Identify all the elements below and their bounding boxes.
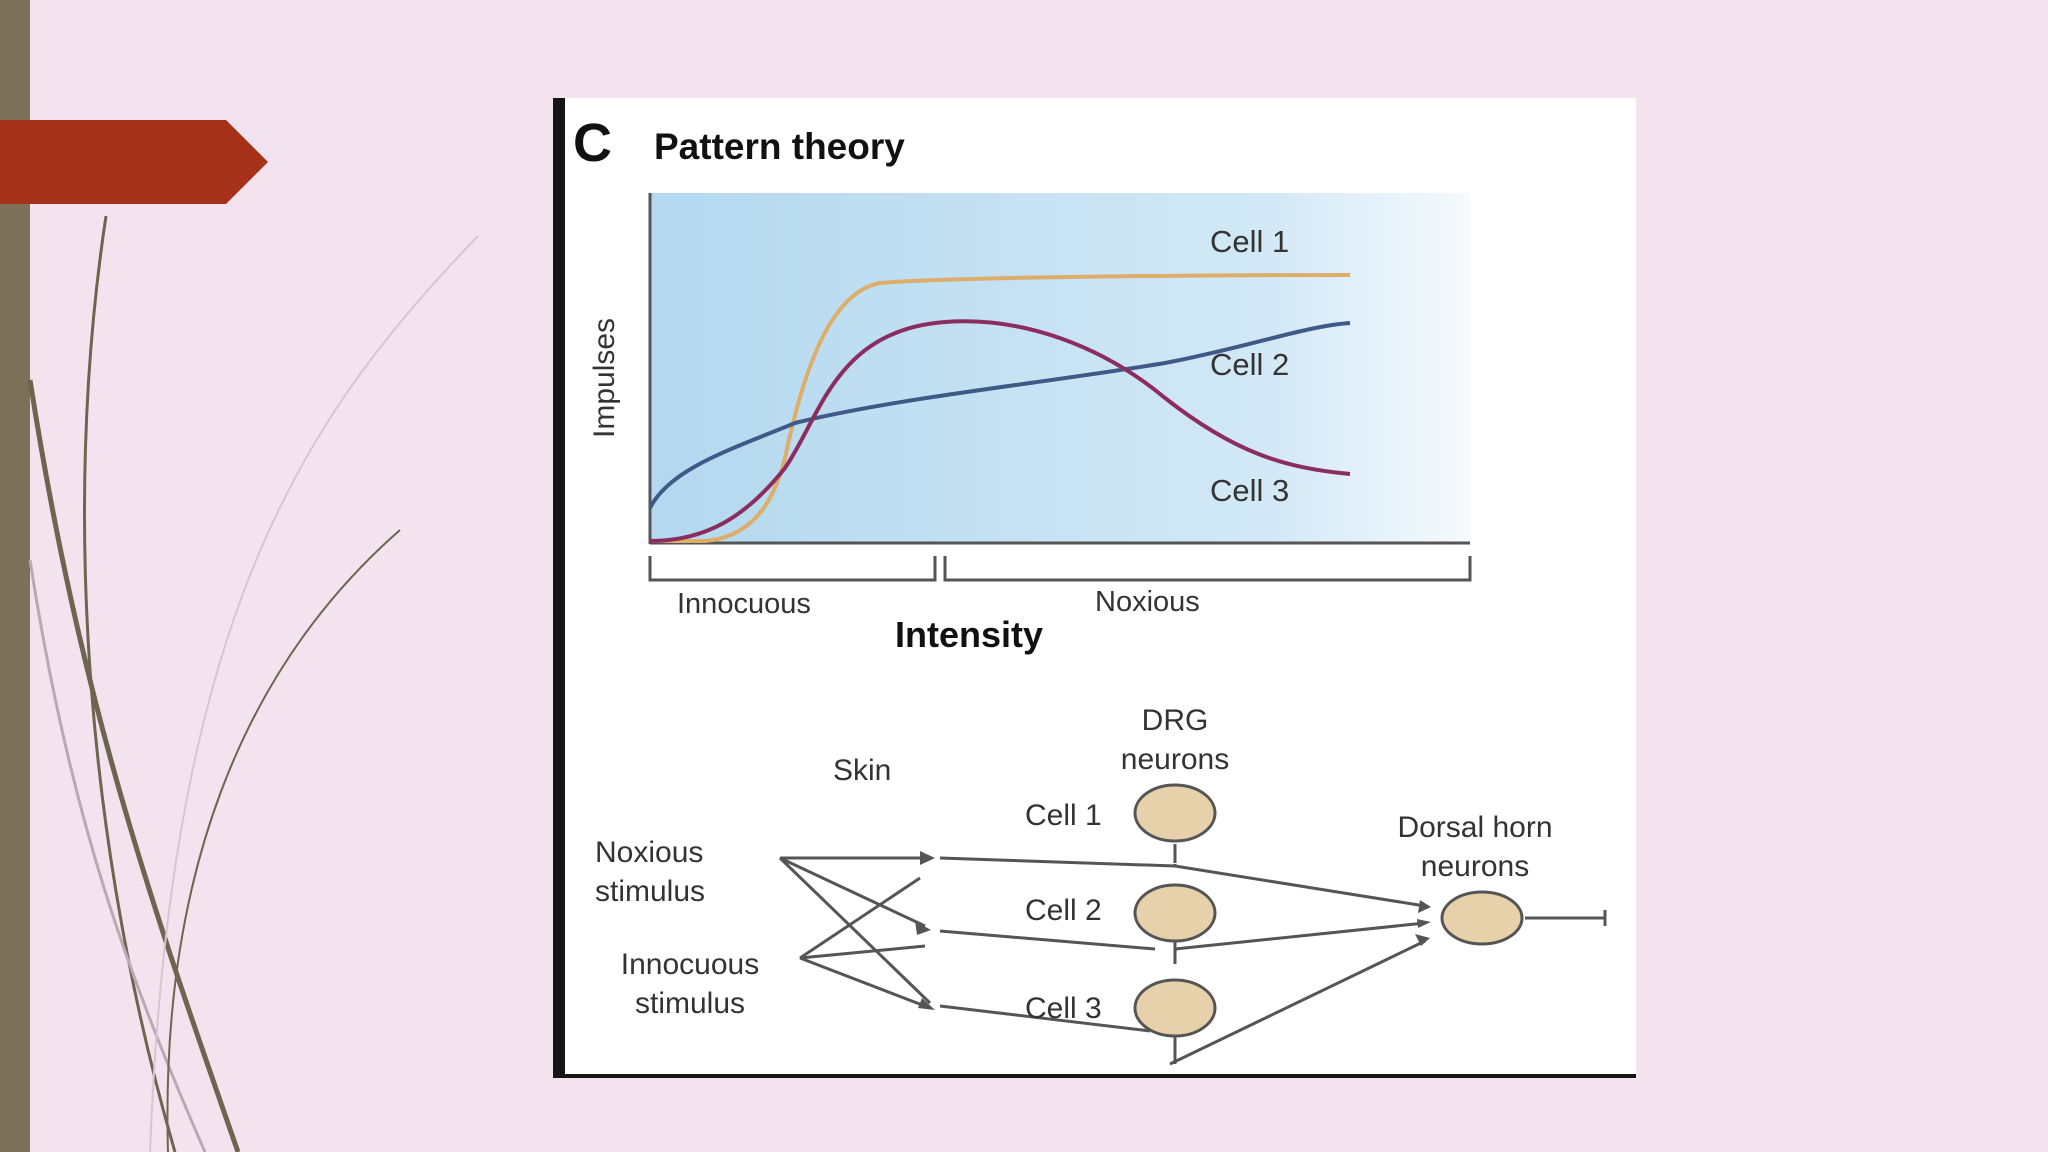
noxious-stimulus-line2: stimulus — [595, 875, 706, 908]
innocuous-region-label: Innocuous — [677, 588, 811, 620]
drg-label-line1: DRG — [1141, 704, 1209, 737]
noxious-region-label: Noxious — [1095, 586, 1200, 618]
noxious-bracket — [943, 556, 1472, 582]
diagram-cell1-label: Cell 1 — [1025, 799, 1102, 832]
x-axis-label: Intensity — [895, 614, 1044, 655]
noxious-stimulus-line1: Noxious — [595, 836, 704, 869]
drg-label-line2: neurons — [1120, 743, 1230, 776]
slide-arrow-shape — [0, 120, 268, 204]
diagram-cell3-label: Cell 3 — [1025, 992, 1102, 1025]
cell3-curve — [649, 319, 1351, 543]
innocuous-bracket — [648, 556, 937, 582]
noxious-stimulus-label: Noxious stimulus — [595, 833, 735, 911]
figure-graphics — [648, 193, 1607, 1066]
decorative-curves — [27, 215, 479, 1152]
graph-cell3-label: Cell 3 — [1210, 473, 1290, 508]
drg-neurons — [1133, 783, 1217, 1038]
plot-area — [650, 193, 1470, 543]
cell2-curve — [648, 321, 1351, 509]
dorsal-horn-label: Dorsal horn neurons — [1365, 808, 1585, 886]
diagram-cell2-label: Cell 2 — [1025, 894, 1102, 927]
innocuous-stimulus-line2: stimulus — [634, 987, 746, 1020]
pathway-lines — [778, 844, 1607, 1066]
innocuous-stimulus-label: Innocuous stimulus — [595, 945, 785, 1023]
graph-cell1-label: Cell 1 — [1210, 224, 1290, 259]
pattern-theory-figure: C Pattern theory Impulses Cell 1 Cell 2 … — [553, 98, 1636, 1078]
cell1-curve — [650, 273, 1351, 543]
pathway-arrowheads — [915, 851, 1431, 1010]
dorsal-label-line2: neurons — [1420, 850, 1530, 883]
drg-neurons-label: DRG neurons — [1105, 701, 1245, 779]
innocuous-stimulus-line1: Innocuous — [620, 948, 760, 981]
graph-cell2-label: Cell 2 — [1210, 347, 1290, 382]
panel-letter: C — [573, 113, 612, 173]
dorsal-label-line1: Dorsal horn — [1397, 811, 1553, 844]
skin-label: Skin — [833, 754, 892, 787]
y-axis-label: Impulses — [588, 317, 621, 438]
dorsal-horn-neuron — [1440, 890, 1524, 946]
figure-title: Pattern theory — [654, 126, 905, 167]
